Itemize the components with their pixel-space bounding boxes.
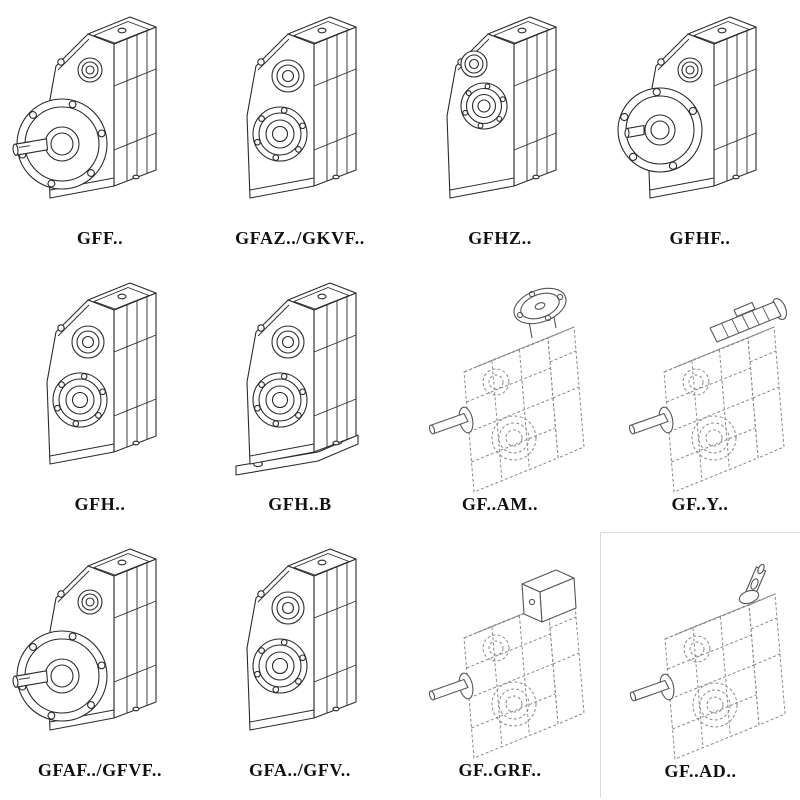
gearbox-drawing-use [12, 17, 156, 198]
gearbox-model-label: GFAZ../GKVF.. [235, 228, 365, 248]
gearbox-drawing-use [236, 283, 358, 475]
gearbox-cell: GF..AD.. [600, 532, 800, 798]
gearbox-cell: GFH.. [0, 266, 200, 532]
gearbox-cell: GFHZ.. [400, 0, 600, 266]
gearbox-cell: GF..AM.. [400, 266, 600, 532]
gearbox-drawing [601, 533, 800, 767]
gearbox-drawing-use [428, 282, 584, 492]
gearbox-drawing-use [247, 17, 356, 198]
gearbox-drawing [200, 532, 400, 766]
gearbox-model-label: GFF.. [76, 228, 124, 248]
gearbox-model-label: GFHF.. [669, 228, 731, 248]
gearbox-drawing-use [12, 549, 156, 730]
gearbox-model-label: GF..AM.. [461, 494, 539, 514]
gearbox-drawing-use [428, 570, 584, 758]
gearbox-model-label: GF..AD.. [664, 761, 737, 781]
gearbox-model-label: GF..Y.. [671, 494, 729, 514]
gearbox-model-label: GFAF../GFVF.. [37, 760, 163, 780]
gearbox-cell: GF..GRF.. [400, 532, 600, 798]
gearbox-drawing [600, 266, 800, 500]
gearbox-cell: GFH..B [200, 266, 400, 532]
gearbox-model-label: GFH.. [74, 494, 126, 514]
gearbox-model-label: GFA../GFV.. [249, 760, 351, 780]
gearbox-model-label: GF..GRF.. [458, 760, 542, 780]
gearbox-cell: GFAF../GFVF.. [0, 532, 200, 798]
gearbox-cell: GFAZ../GKVF.. [200, 0, 400, 266]
gearbox-drawing [0, 532, 200, 766]
gearbox-drawing-use [47, 283, 156, 464]
gearbox-drawing [600, 0, 800, 234]
gearbox-drawing [200, 266, 400, 500]
gearbox-drawing [200, 0, 400, 234]
gearbox-drawing [400, 0, 600, 234]
gearbox-drawing [400, 266, 600, 500]
gearbox-drawing-use [628, 297, 789, 492]
gearbox-drawing [0, 266, 200, 500]
gearbox-cell: GFF.. [0, 0, 200, 266]
gearbox-drawing-use [447, 17, 556, 198]
gearbox-model-label: GFH..B [268, 494, 332, 514]
gearbox-model-label: GFHZ.. [468, 228, 532, 248]
gearbox-drawing-use [247, 549, 356, 730]
gearbox-cell: GFHF.. [600, 0, 800, 266]
gearbox-drawing-use [629, 563, 785, 759]
gearbox-drawing [400, 532, 600, 766]
gearbox-cell: GFA../GFV.. [200, 532, 400, 798]
gearbox-drawing-use [618, 17, 756, 198]
gearbox-cell: GF..Y.. [600, 266, 800, 532]
gearbox-drawing [0, 0, 200, 234]
